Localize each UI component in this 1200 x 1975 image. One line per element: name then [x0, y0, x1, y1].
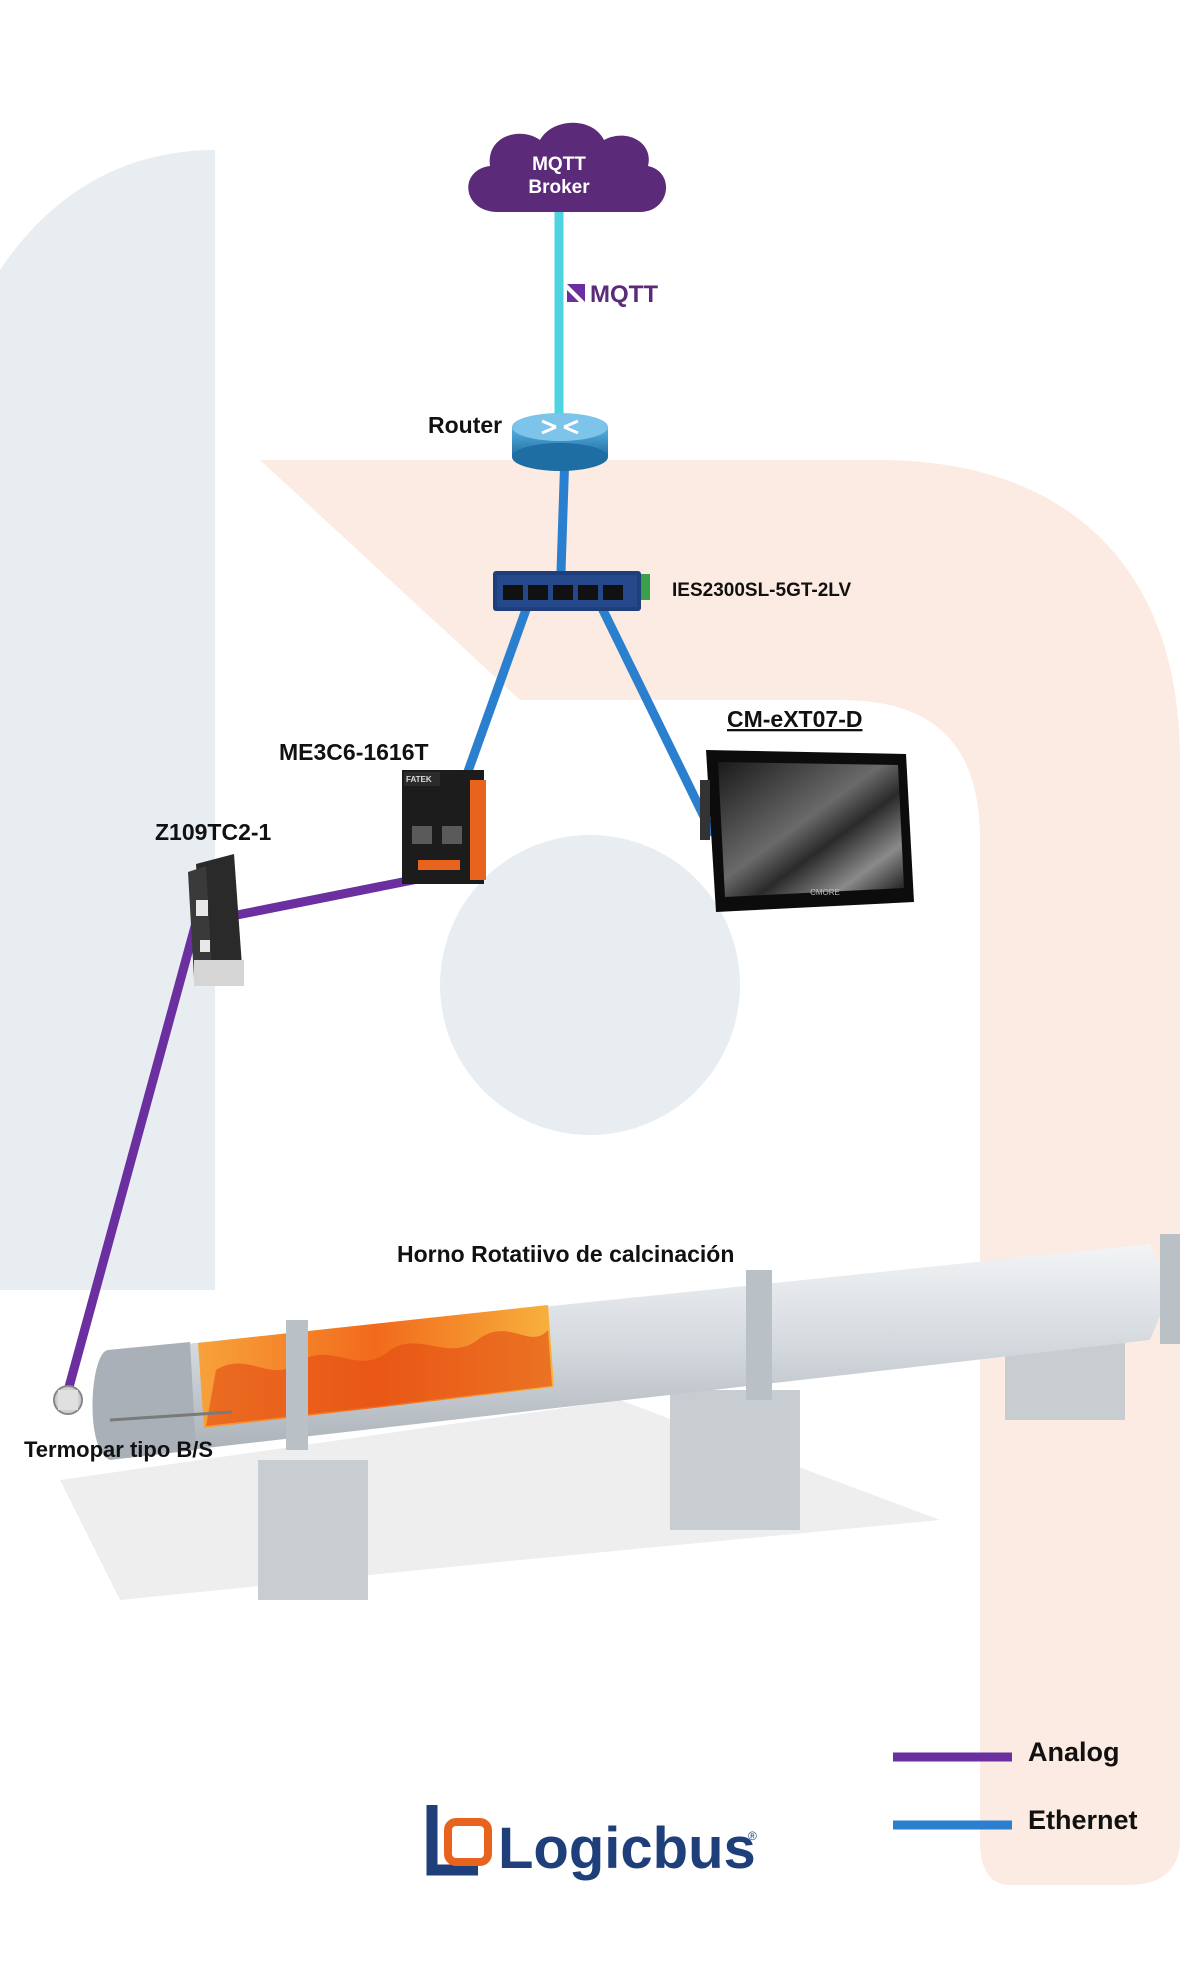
kiln-ring-1: [286, 1320, 308, 1450]
watermark-left-shape: [0, 150, 215, 1290]
router-label: Router: [428, 412, 502, 438]
switch-label: IES2300SL-5GT-2LV: [672, 580, 851, 601]
switch-port-3: [553, 585, 573, 600]
converter-label: Z109TC2-1: [155, 819, 272, 845]
cloud-shape: [468, 122, 667, 212]
switch-port-2: [528, 585, 548, 600]
watermark-circle: [440, 835, 740, 1135]
plc-brand: FATEK: [406, 775, 432, 784]
router-top: [512, 413, 608, 441]
mqtt-logo: MQTT: [567, 281, 658, 308]
hmi-brand: CMORE: [810, 888, 840, 897]
broker-label-line1: MQTT: [532, 154, 586, 175]
hmi-device: CM-eXT07-D CMORE: [700, 706, 914, 912]
watermark-right-shape: [260, 460, 1180, 1885]
rotary-kiln: Horno Rotatiivo de calcinación: [60, 1234, 1180, 1600]
switch-port-4: [578, 585, 598, 600]
legend-ethernet-label: Ethernet: [1028, 1805, 1138, 1835]
switch-port-1: [503, 585, 523, 600]
plc-terminals-bottom: [418, 860, 460, 870]
logicbus-text: Logicbus: [498, 1816, 756, 1881]
ethernet-switch-hmi: [595, 602, 718, 837]
legend: Analog Ethernet: [893, 1737, 1138, 1835]
logicbus-mark-icon: [426, 1805, 478, 1876]
plc-label: ME3C6-1616T: [279, 739, 429, 765]
mqtt-broker-cloud: MQTT Broker: [468, 122, 667, 212]
hmi-label: CM-eXT07-D: [727, 706, 862, 732]
logicbus-registered: ®: [748, 1829, 757, 1843]
ethernet-switch-device: IES2300SL-5GT-2LV: [493, 571, 851, 611]
router-device: Router: [428, 412, 608, 471]
mqtt-logo-mark: [567, 284, 585, 302]
kiln-label: Horno Rotatiivo de calcinación: [397, 1241, 734, 1267]
plc-terminals-right: [470, 780, 486, 880]
mqtt-logo-text: MQTT: [590, 281, 658, 308]
broker-label-line2: Broker: [528, 177, 590, 198]
converter-device: Z109TC2-1: [155, 819, 272, 986]
switch-port-5: [603, 585, 623, 600]
thermocouple-device: Termopar tipo B/S: [24, 1385, 213, 1462]
ethernet-router-switch: [556, 451, 570, 573]
legend-analog-label: Analog: [1028, 1737, 1120, 1767]
kiln-ring-end: [1160, 1234, 1180, 1344]
switch-terminal: [641, 574, 650, 600]
logicbus-logo: Logicbus ®: [426, 1805, 757, 1881]
kiln-inlet-hood: [92, 1342, 196, 1460]
kiln-ring-2: [746, 1270, 772, 1400]
background-watermark: [0, 150, 1180, 1885]
thermocouple-label: Termopar tipo B/S: [24, 1437, 213, 1462]
router-arrows-icon: [541, 419, 579, 435]
plc-device: ME3C6-1616T FATEK: [279, 739, 486, 884]
analog-converter-thermocouple: [61, 910, 204, 1400]
